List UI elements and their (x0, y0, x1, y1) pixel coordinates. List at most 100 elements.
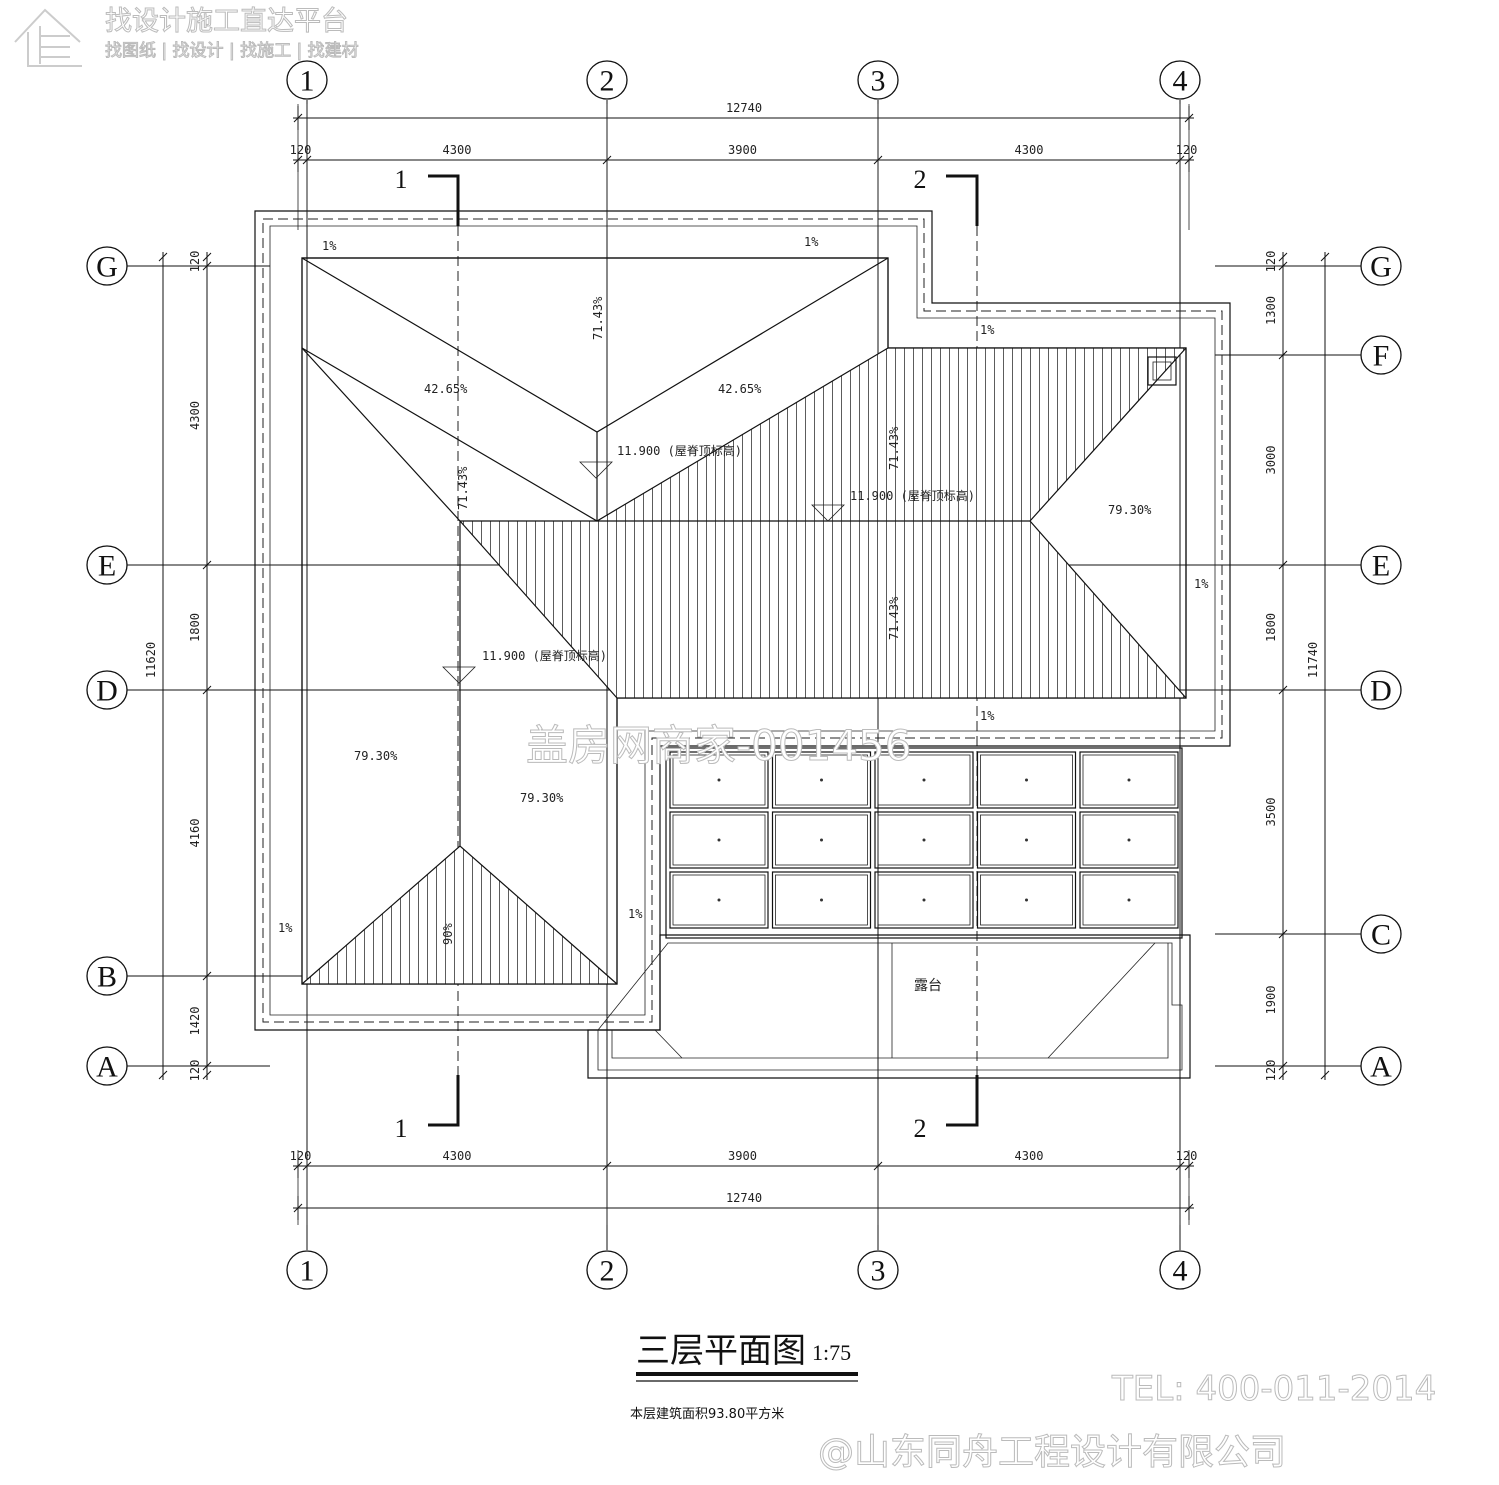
slope-label: 79.30% (1108, 503, 1152, 517)
slope-label: 42.65% (718, 382, 762, 396)
dimension-label: 3000 (1264, 446, 1278, 475)
elevation-marker (442, 666, 476, 684)
slope-label: 1% (628, 907, 643, 921)
axis-label: F (1373, 340, 1390, 373)
skylight-panel (1079, 751, 1179, 809)
skylight-panel (669, 871, 769, 929)
axis-bubble-G: G (86, 246, 128, 286)
dimension-label: 120 (1176, 1149, 1198, 1163)
section-mark-2: 2 (914, 165, 927, 194)
axis-bubble-E: E (1360, 545, 1402, 585)
axis-label: D (1370, 675, 1392, 708)
slope-label: 71.43% (887, 596, 901, 640)
dimension-label: 11620 (144, 642, 158, 678)
slope-label: 79.30% (354, 749, 398, 763)
skylight-panel (874, 871, 974, 929)
axis-label: 1 (300, 65, 315, 98)
axis-bubble-4: 4 (1159, 1250, 1201, 1290)
section-mark-2: 2 (914, 1114, 927, 1143)
skylight-panel (874, 751, 974, 809)
axis-label: 4 (1173, 65, 1188, 98)
slope-label: 1% (980, 323, 995, 337)
axis-bubble-1: 1 (286, 1250, 328, 1290)
ridge-elevation: 11.900 (屋脊顶标高) (850, 488, 975, 503)
axis-bubble-D: D (1360, 670, 1402, 710)
axis-bubble-4: 4 (1159, 60, 1201, 100)
axis-bubble-F: F (1360, 335, 1402, 375)
skylight-panel (771, 871, 872, 929)
slope-label: 42.65% (424, 382, 468, 396)
dimension-label: 120 (188, 251, 202, 273)
axis-bubble-3: 3 (857, 60, 899, 100)
axis-label: E (1372, 550, 1390, 583)
house-logo-icon (14, 8, 82, 67)
section-mark-1: 1 (395, 165, 408, 194)
slope-label: 90% (441, 923, 455, 945)
axis-bubble-1: 1 (286, 60, 328, 100)
dimension-label: 12740 (726, 1191, 762, 1205)
axis-label: E (98, 550, 116, 583)
dimension-label: 120 (188, 1060, 202, 1082)
skylight-panel (976, 871, 1077, 929)
terrace-label: 露台 (914, 978, 942, 994)
watermark-logo: 找设计施工直达平台 找图纸 | 找设计 | 找施工 | 找建材 (14, 6, 359, 67)
axis-label: G (1370, 251, 1392, 284)
slope-label: 71.43% (456, 466, 470, 510)
title-scale: 1:75 (812, 1340, 851, 1365)
skylight-grid (665, 747, 1183, 939)
slope-label: 1% (322, 239, 337, 253)
slope-label: 71.43% (591, 296, 605, 340)
axis-bubble-C: C (1360, 914, 1402, 954)
dimension-label: 1800 (188, 613, 202, 642)
dimension-label: 1900 (1264, 986, 1278, 1015)
skylight-panel (1079, 811, 1179, 869)
axis-label: C (1371, 919, 1391, 952)
axis-label: 2 (600, 65, 615, 98)
dimension-label: 120 (290, 143, 312, 157)
area-note: 本层建筑面积93.80平方米 (630, 1406, 784, 1422)
elevation-marker (579, 461, 613, 479)
dimension-label: 120 (1264, 1060, 1278, 1082)
dimension-label: 4300 (1015, 143, 1044, 157)
roof-surface (301, 257, 1187, 985)
axis-bubble-D: D (86, 670, 128, 710)
skylight-panel (874, 811, 974, 869)
title-name: 三层平面图 (636, 1333, 806, 1370)
dimension-label: 12740 (726, 101, 762, 115)
dimension-label: 1800 (1264, 613, 1278, 642)
skylight-panel (1079, 871, 1179, 929)
dimension-label: 3900 (728, 143, 757, 157)
skylight-panel (976, 751, 1077, 809)
slope-annotations: 1% 1% 1% 1% 1% 1% 1% 42.65% 42.65% 79.30… (278, 235, 1209, 945)
dimension-label: 4160 (188, 819, 202, 848)
watermark-center: 盖房网商家-001456 (526, 721, 912, 770)
dimension-label: 120 (1264, 251, 1278, 273)
slope-label: 1% (804, 235, 819, 249)
section-mark-1: 1 (395, 1114, 408, 1143)
dimension-label: 120 (1176, 143, 1198, 157)
slope-label: 71.43% (887, 426, 901, 470)
dimension-label: 3900 (728, 1149, 757, 1163)
skylight-panel (771, 751, 872, 809)
axis-bubble-B: B (86, 956, 128, 996)
dimension-label: 11740 (1306, 642, 1320, 678)
axis-label: 2 (600, 1255, 615, 1288)
slope-label: 79.30% (520, 791, 564, 805)
dimension-label: 4300 (1015, 1149, 1044, 1163)
axis-label: A (1370, 1051, 1392, 1084)
axis-label: D (96, 675, 118, 708)
ridge-elevation: 11.900 (屋脊顶标高) (617, 443, 742, 458)
axis-label: A (96, 1051, 118, 1084)
section-marks: 1 1 2 2 (395, 165, 979, 1143)
axis-label: 3 (871, 65, 886, 98)
axis-bubble-E: E (86, 545, 128, 585)
skylight-panel (976, 811, 1077, 869)
dimension-label: 1300 (1264, 296, 1278, 325)
dimension-label: 1420 (188, 1007, 202, 1036)
axis-bubble-A: A (86, 1046, 128, 1086)
axis-bubble-3: 3 (857, 1250, 899, 1290)
slope-label: 1% (278, 921, 293, 935)
slope-label: 1% (980, 709, 995, 723)
axis-bubble-2: 2 (586, 60, 628, 100)
